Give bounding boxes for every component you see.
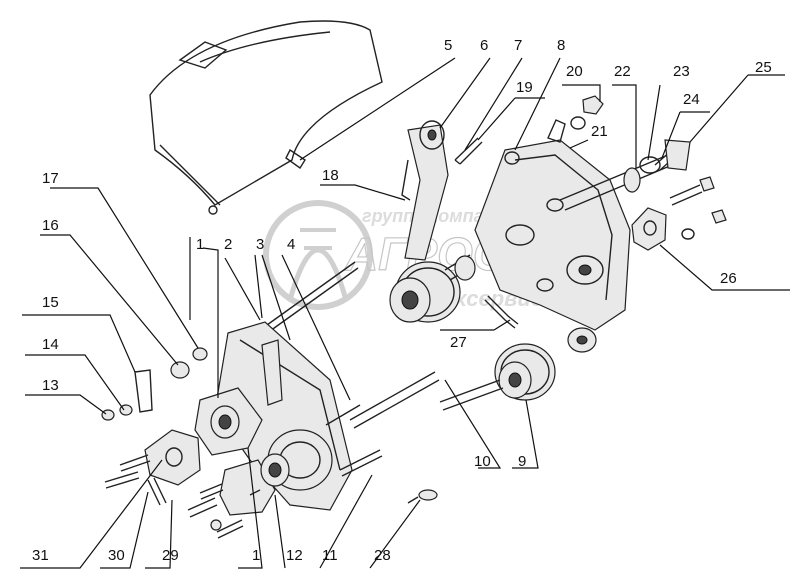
label-31: 31 [32, 547, 49, 564]
label-27: 27 [450, 334, 467, 351]
bolts-right [631, 176, 727, 251]
bolts-lower-left [104, 454, 261, 539]
callout-labels: 5 6 7 8 20 22 23 25 19 24 21 18 17 16 1 … [32, 37, 772, 564]
sprocket-lower [439, 343, 556, 411]
label-11: 11 [322, 547, 338, 564]
main-housing [474, 139, 631, 353]
label-14: 14 [42, 336, 59, 353]
lever-bracket [401, 120, 449, 261]
label-1-bottom: 1 [252, 547, 260, 564]
label-26: 26 [720, 270, 737, 287]
rod [325, 404, 361, 426]
sprocket-upper [389, 254, 476, 323]
flange-left [144, 429, 201, 486]
parts-drawing [101, 20, 727, 539]
label-23: 23 [673, 63, 690, 80]
label-8: 8 [557, 37, 565, 54]
label-22: 22 [614, 63, 631, 80]
label-17: 17 [42, 170, 59, 187]
gearbox-body [214, 321, 353, 511]
cotter-pin [407, 489, 438, 504]
label-25: 25 [755, 59, 772, 76]
label-30: 30 [108, 547, 125, 564]
leader-lines [20, 57, 790, 569]
guard-cover [149, 20, 383, 215]
label-13: 13 [42, 377, 59, 394]
small-parts-left [101, 347, 208, 421]
pin [454, 137, 483, 165]
watermark-logo-icon [263, 200, 373, 310]
long-shaft [349, 371, 440, 429]
label-3: 3 [256, 236, 264, 253]
lower-rod [339, 449, 383, 477]
label-16: 16 [42, 217, 59, 234]
label-4: 4 [287, 236, 295, 253]
label-6: 6 [480, 37, 488, 54]
flange-bearing-lower [219, 453, 290, 516]
label-18: 18 [322, 167, 339, 184]
right-shaft [559, 139, 691, 211]
label-19: 19 [516, 79, 533, 96]
label-5: 5 [444, 37, 452, 54]
label-20: 20 [566, 63, 583, 80]
label-1-top: 1 [196, 236, 204, 253]
label-24: 24 [683, 91, 700, 108]
label-9: 9 [518, 453, 526, 470]
label-7: 7 [514, 37, 522, 54]
label-21: 21 [591, 123, 608, 140]
label-29: 29 [162, 547, 179, 564]
label-10: 10 [474, 453, 491, 470]
flange-bearing-upper [194, 387, 263, 456]
label-15: 15 [42, 294, 59, 311]
upper-shaft [259, 261, 359, 337]
nuts-top [547, 95, 604, 143]
chain-link [484, 295, 519, 329]
label-28: 28 [374, 547, 391, 564]
label-2: 2 [224, 236, 232, 253]
label-12: 12 [286, 547, 303, 564]
